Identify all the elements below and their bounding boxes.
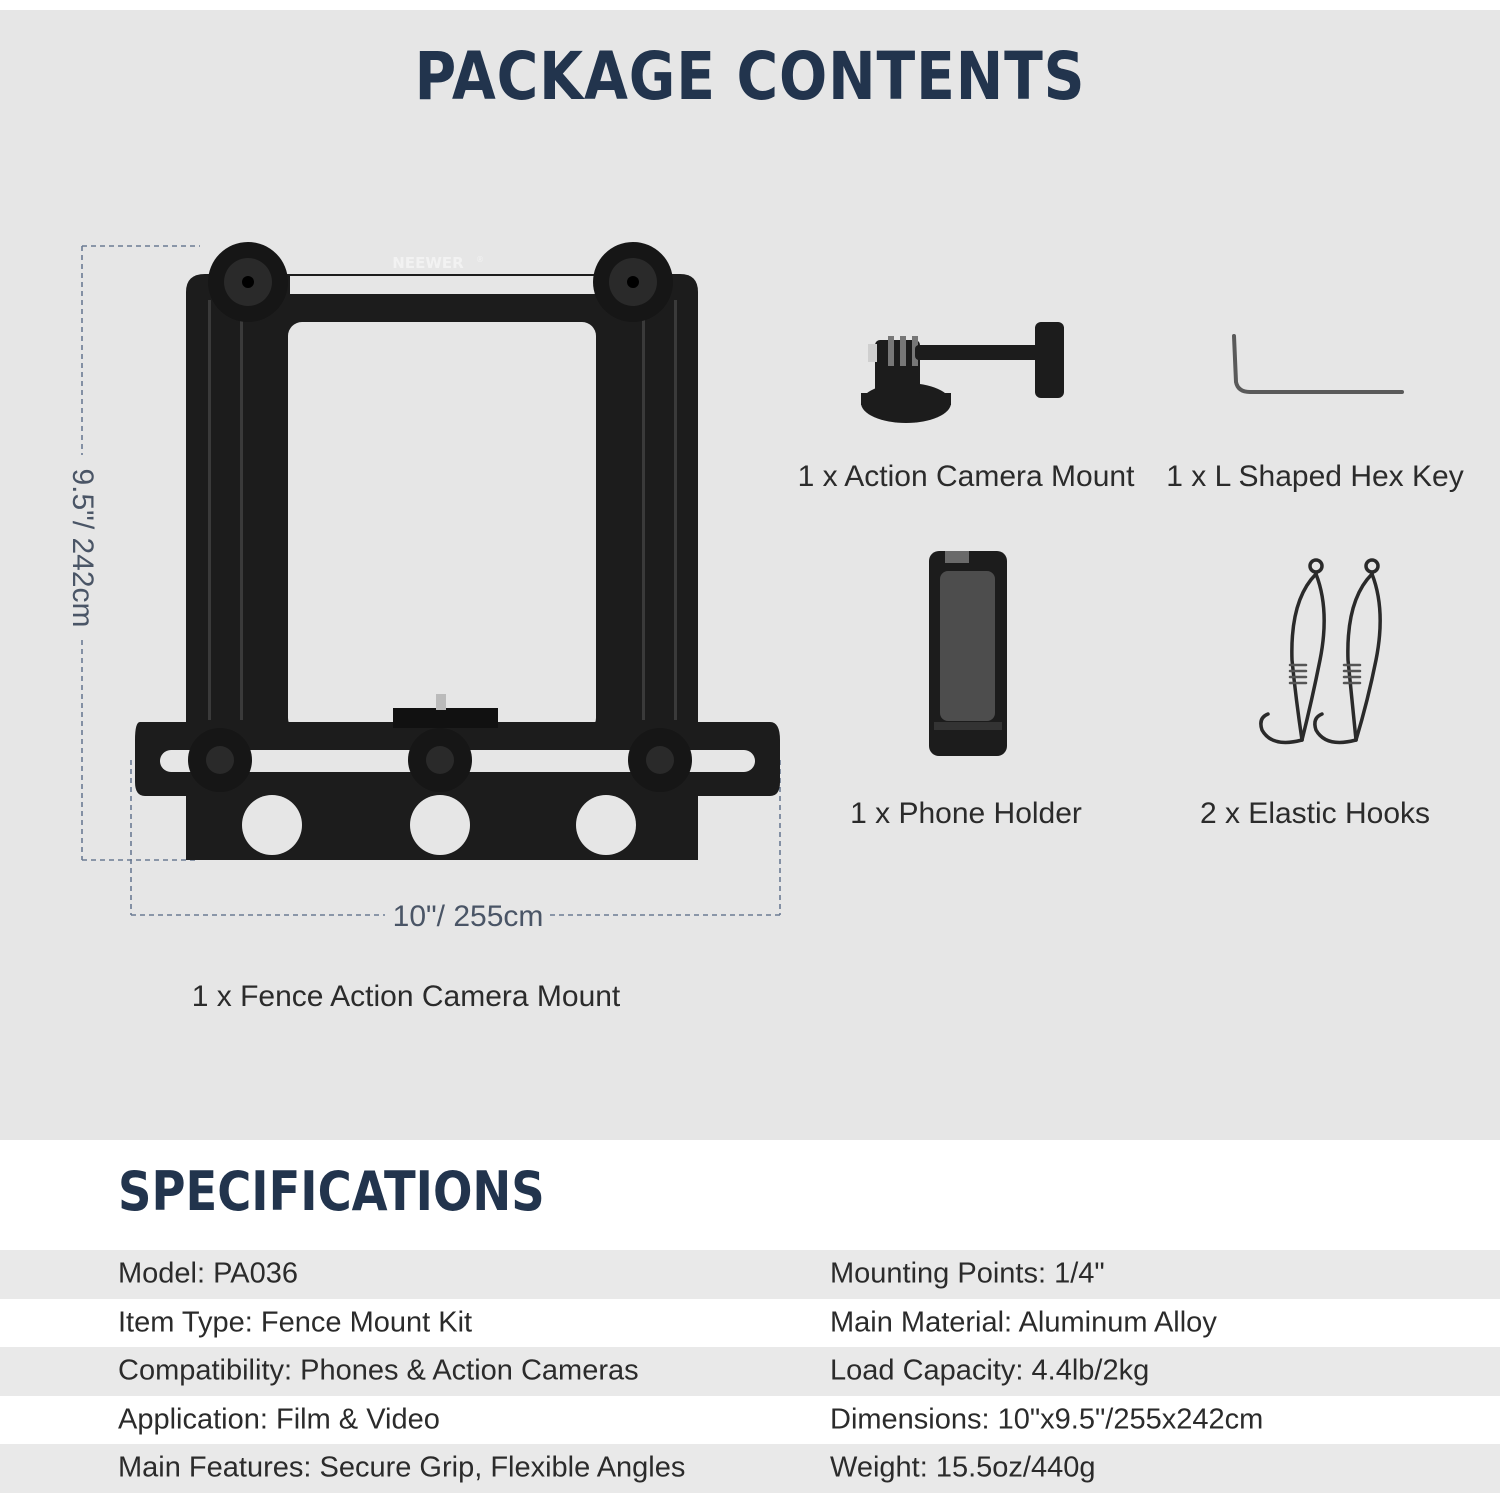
caption-action-camera-mount: 1 x Action Camera Mount <box>797 460 1135 493</box>
width-dimension-label: 10"/ 255cm <box>392 900 544 933</box>
hex-key-icon <box>1232 334 1404 394</box>
specifications-table: Model: PA036 Mounting Points: 1/4" Item … <box>0 1250 1500 1493</box>
elastic-hook-icon <box>1259 558 1382 745</box>
caption-elastic-hooks: 2 x Elastic Hooks <box>1199 797 1431 830</box>
fence-mount-icon: NEEWER ® <box>135 242 780 860</box>
spec-row: Application: Film & Video Dimensions: 10… <box>0 1396 1500 1445</box>
dimension-lines <box>81 245 781 916</box>
height-dimension-label: 9.5"/ 242cm <box>66 468 99 628</box>
spec-row: Item Type: Fence Mount Kit Main Material… <box>0 1299 1500 1348</box>
spec-main-material: Main Material: Aluminum Alloy <box>830 1306 1217 1339</box>
spec-weight: Weight: 15.5oz/440g <box>830 1451 1096 1484</box>
brand-registered-mark: ® <box>476 255 484 264</box>
caption-phone-holder: 1 x Phone Holder <box>850 797 1082 830</box>
specifications-title: SPECIFICATIONS <box>118 1160 545 1223</box>
spec-model: Model: PA036 <box>118 1257 299 1290</box>
spec-load-capacity: Load Capacity: 4.4lb/2kg <box>830 1354 1150 1387</box>
spec-row: Main Features: Secure Grip, Flexible Ang… <box>0 1444 1500 1493</box>
spec-dimensions: Dimensions: 10"x9.5"/255x242cm <box>830 1403 1264 1436</box>
brand-logo-text: NEEWER <box>392 254 464 272</box>
spec-row: Model: PA036 Mounting Points: 1/4" <box>0 1250 1500 1299</box>
spec-compatibility: Compatibility: Phones & Action Cameras <box>118 1354 639 1387</box>
spec-item-type: Item Type: Fence Mount Kit <box>118 1306 473 1339</box>
package-title: PACKAGE CONTENTS <box>414 38 1086 115</box>
spec-main-features: Main Features: Secure Grip, Flexible Ang… <box>118 1451 686 1484</box>
spec-row: Compatibility: Phones & Action Cameras L… <box>0 1347 1500 1396</box>
caption-fence-mount: 1 x Fence Action Camera Mount <box>191 980 621 1013</box>
action-camera-mount-icon <box>861 322 1064 423</box>
spec-application: Application: Film & Video <box>118 1403 440 1436</box>
spec-mounting-points: Mounting Points: 1/4" <box>830 1257 1105 1290</box>
caption-hex-key: 1 x L Shaped Hex Key <box>1166 460 1464 493</box>
phone-holder-icon <box>929 551 1007 756</box>
